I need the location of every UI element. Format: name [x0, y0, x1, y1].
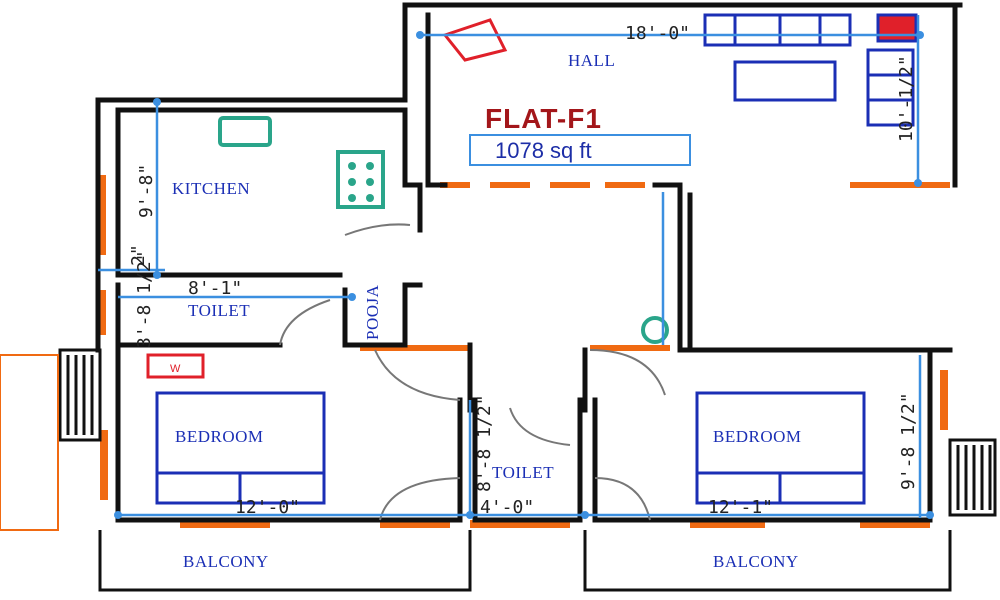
wall-toilet-mid	[472, 397, 583, 523]
window-balcony-left-a	[180, 520, 270, 528]
hall-opening-1	[440, 182, 470, 188]
outline-left-extension	[0, 354, 59, 531]
room-label-bedroom-left: BEDROOM	[175, 427, 264, 446]
window-bedroom-left	[100, 430, 108, 500]
room-label-bedroom-right: BEDROOM	[713, 427, 802, 446]
room-label-toilet-top: TOILET	[188, 301, 250, 320]
doors	[279, 223, 666, 521]
hall-side-sofa	[866, 48, 915, 127]
furniture: W	[146, 13, 918, 505]
wall-hall-top	[402, 2, 963, 103]
wall-bedroom-left	[115, 347, 463, 523]
flat-title: FLAT-F1	[485, 103, 602, 134]
corridor-window	[590, 345, 670, 351]
area-box	[469, 134, 691, 166]
wall-hall-bottom-right	[652, 182, 953, 353]
tv-unit-icon	[876, 13, 918, 43]
wall-balcony-right	[583, 530, 952, 592]
kitchen-sink-icon	[218, 116, 272, 147]
dim-bedroom-right-width: 12'-1"	[708, 497, 773, 518]
stair-treads	[66, 355, 992, 510]
hall-window-right	[850, 182, 950, 188]
dim-toilet-width: 8'-1"	[188, 278, 242, 299]
room-label-hall: HALL	[568, 51, 615, 70]
dim-kitchen-gap: 2"	[128, 244, 149, 266]
window-toilet	[98, 290, 106, 335]
room-label-kitchen: KITCHEN	[172, 179, 250, 198]
flat-area: 1078 sq ft	[495, 138, 592, 163]
hall-opening-3	[550, 182, 590, 188]
wall-balcony-left	[98, 530, 472, 592]
pooja-window	[360, 345, 470, 351]
dim-hall-width: 18'-0"	[625, 23, 690, 44]
wall-kitchen-inner	[117, 107, 423, 233]
window-balcony-left-b	[380, 520, 450, 528]
door-balcony-left	[379, 477, 461, 521]
stair-right	[948, 438, 997, 517]
dim-hall-depth: 10'-1/2"	[896, 55, 917, 142]
door-toilet-top	[279, 299, 331, 346]
window-kitchen	[98, 175, 106, 255]
door-balcony-right	[594, 477, 651, 521]
room-label-balcony-left: BALCONY	[183, 552, 269, 571]
dim-bedroom-left-width: 12'-0"	[235, 497, 300, 518]
wall-toilet-top	[115, 282, 283, 348]
walls	[58, 2, 997, 592]
door-mat-icon	[442, 18, 508, 62]
window-toilet-mid	[470, 520, 570, 528]
wall-pooja	[342, 282, 423, 348]
dim-toilet-mid-width: 4'-0"	[480, 497, 534, 518]
wall-bedroom-right	[592, 347, 933, 523]
door-bedroom-left	[374, 349, 461, 401]
wall-hall-inner-left	[425, 12, 448, 188]
stair-left	[58, 348, 102, 442]
window-balcony-right-a	[690, 520, 765, 528]
room-label-toilet-mid: TOILET	[492, 463, 554, 482]
dim-toilet-mid-depth: 8'-8 1/2"	[474, 394, 495, 492]
stove-icon	[336, 150, 385, 209]
hall-opening-2	[490, 182, 530, 188]
wash-basin-symbol: W	[170, 363, 181, 375]
dimension-lines	[98, 15, 934, 519]
hall-opening-4	[605, 182, 645, 188]
door-toilet-mid	[509, 407, 571, 446]
window-balcony-right-b	[860, 520, 930, 528]
window-bedroom-right	[940, 370, 948, 430]
dim-bedroom-right-depth: 9'-8 1/2"	[898, 392, 919, 490]
room-label-pooja: POOJA	[363, 284, 382, 340]
room-label-balcony-right: BALCONY	[713, 552, 799, 571]
wash-basin-icon	[146, 353, 205, 379]
door-bedroom-right	[589, 349, 666, 396]
wc-icon	[641, 316, 669, 344]
windows	[98, 175, 950, 528]
dim-kitchen-depth: 9'-8"	[136, 164, 157, 218]
hall-sofa	[703, 13, 852, 47]
hall-table	[733, 60, 837, 102]
dim-toilet-depth: 3'-8 1/2"	[134, 250, 155, 348]
door-kitchen	[344, 223, 411, 236]
